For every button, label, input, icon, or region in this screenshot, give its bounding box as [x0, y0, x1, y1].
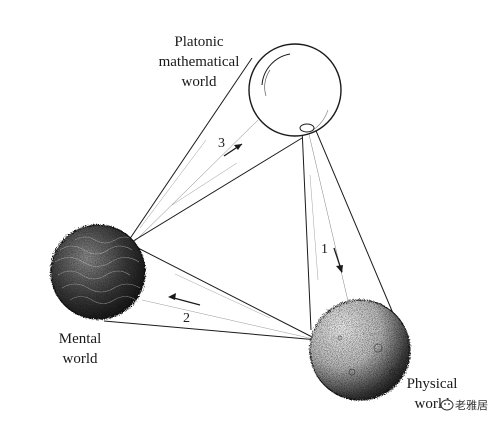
arrow-1-number: 1 — [321, 242, 328, 257]
platonic-label-line-1: Platonic — [174, 34, 224, 50]
physical-world-sphere — [309, 299, 411, 401]
mental-world-sphere — [50, 224, 146, 320]
arrow-3-number: 3 — [218, 136, 225, 151]
physical-label-line-1: Physical — [407, 376, 458, 392]
watermark-text: 老雅居 — [455, 398, 488, 412]
platonic-world-sphere — [248, 43, 342, 137]
mental-label-line-1: Mental — [59, 331, 102, 347]
cone-physical-to-mental — [103, 247, 319, 341]
arrow-2-number: 2 — [183, 311, 190, 326]
platonic-label-line-3: world — [182, 74, 217, 90]
arrow-1 — [333, 247, 343, 273]
arrow-3 — [223, 143, 243, 157]
cone-mental-to-platonic — [124, 57, 303, 249]
platonic-label-line-2: mathematical — [159, 54, 240, 70]
arrow-2 — [168, 293, 201, 306]
chat-bubble-icon — [440, 399, 454, 411]
watermark: 老雅居 — [440, 398, 488, 412]
physical-label-line-2: world — [415, 396, 450, 412]
cone-platonic-to-physical — [301, 125, 396, 331]
mental-label-line-2: world — [63, 351, 98, 367]
